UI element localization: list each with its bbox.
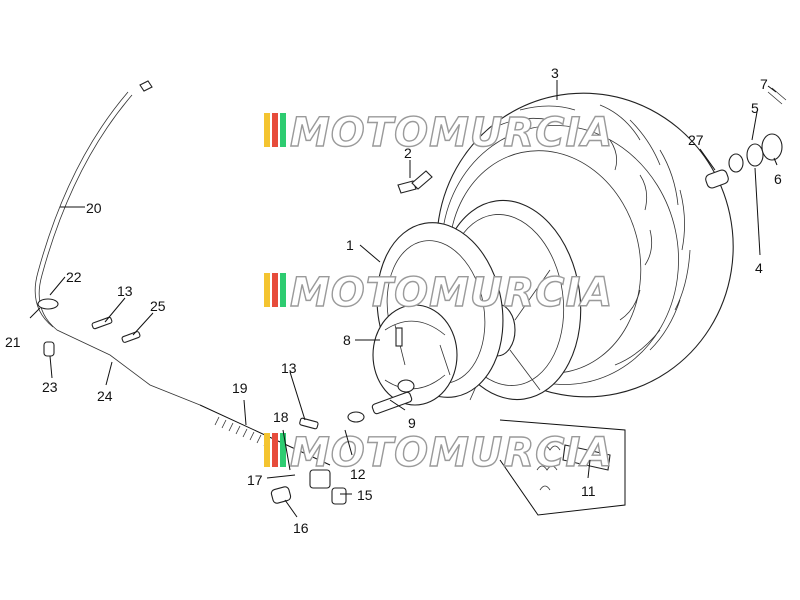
label-12: 12 — [350, 466, 366, 482]
watermark-1: MOTOMURCIA — [264, 109, 613, 157]
inset-box — [499, 419, 626, 516]
watermark-text-3: MOTOMURCIA — [290, 430, 613, 476]
brake-cable — [34, 80, 201, 406]
label-24: 24 — [97, 388, 113, 404]
label-27: 27 — [688, 132, 704, 148]
watermark-group: MOTOMURCIA MOTOMURCIA MOTOMURCIA — [264, 109, 613, 477]
label-18: 18 — [273, 409, 289, 425]
label-2: 2 — [404, 145, 412, 161]
label-20: 20 — [86, 200, 102, 216]
label-13-upper: 13 — [117, 283, 133, 299]
label-11: 11 — [581, 483, 596, 499]
label-17: 17 — [247, 472, 263, 488]
watermark-3: MOTOMURCIA — [264, 429, 613, 477]
label-8: 8 — [343, 332, 351, 348]
watermark-2: MOTOMURCIA — [264, 269, 613, 317]
watermark-text-2: MOTOMURCIA — [290, 270, 613, 316]
label-25: 25 — [150, 298, 166, 314]
label-7: 7 — [760, 76, 768, 92]
label-5: 5 — [751, 100, 759, 116]
label-9: 9 — [408, 415, 416, 431]
leader-lines — [29, 80, 778, 518]
label-21: 21 — [5, 334, 21, 350]
label-13-lower: 13 — [281, 360, 297, 376]
label-19: 19 — [232, 380, 248, 396]
brake-shoe-plate — [372, 304, 458, 406]
axle-parts — [705, 87, 787, 189]
small-hardware — [37, 298, 365, 505]
brake-cam — [371, 379, 415, 415]
callout-labels: 3 2 1 8 9 11 12 13 15 16 17 18 19 20 21 … — [5, 65, 782, 536]
label-22: 22 — [66, 269, 82, 285]
label-6: 6 — [774, 171, 782, 187]
label-15: 15 — [357, 487, 373, 503]
label-3: 3 — [551, 65, 559, 81]
label-23: 23 — [42, 379, 58, 395]
label-1: 1 — [346, 237, 354, 253]
valve — [397, 170, 433, 194]
label-16: 16 — [293, 520, 309, 536]
label-4: 4 — [755, 260, 763, 276]
watermark-text-1: MOTOMURCIA — [290, 110, 613, 156]
